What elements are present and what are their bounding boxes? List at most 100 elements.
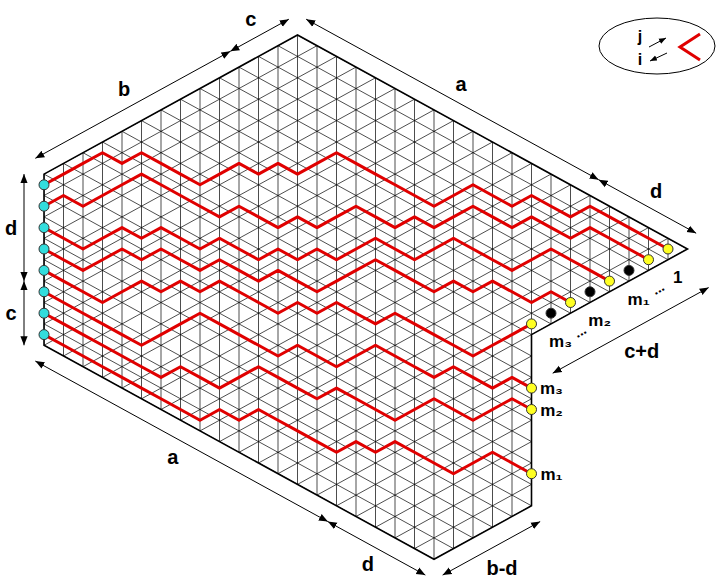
dimension-arrow: [306, 19, 599, 180]
end-dot: [644, 255, 654, 265]
step-symbol: [680, 34, 700, 60]
dimension-arrow: [24, 281, 25, 345]
lattice-line: [5, 345, 721, 584]
lattice-path: [44, 249, 571, 303]
ellipsis-mark: ...: [650, 279, 667, 297]
dimension-label: d: [5, 218, 17, 238]
lattice-line: [5, 0, 721, 367]
triangular-lattice: [5, 0, 721, 584]
lattice-line: [5, 217, 721, 584]
lattice-line: [5, 0, 721, 303]
lattice-line: [5, 89, 721, 496]
lattice-line: [5, 3, 721, 410]
lattice-line: [5, 0, 721, 345]
lattice-line: [5, 0, 721, 238]
lattice-line: [5, 0, 721, 281]
dimension-label: a: [167, 447, 178, 467]
lattice-line: [5, 24, 721, 431]
lattice-line: [5, 260, 721, 584]
lattice-line: [5, 131, 721, 538]
direction-arrow: [649, 38, 666, 47]
lattice-path: [44, 174, 649, 260]
dimension-label: a: [456, 74, 467, 94]
dimension-label: b-d: [486, 558, 517, 578]
dimension-arrows: [24, 19, 709, 575]
lattice-line: [5, 281, 721, 584]
lattice-line: [5, 46, 721, 453]
lattice-line: [5, 388, 721, 584]
lattice-line: [668, 0, 669, 584]
dimension-arrow: [599, 180, 697, 234]
position-label: m₁: [540, 465, 562, 482]
region-boundary: [44, 35, 688, 559]
lattice-line: [5, 0, 721, 367]
position-label: m₃: [540, 380, 563, 397]
lattice-line: [5, 367, 721, 584]
lattice-line: [5, 24, 721, 431]
lattice-line: [5, 67, 721, 474]
start-dot: [39, 201, 49, 211]
lattice-path: [44, 270, 532, 356]
direction-inset: [599, 18, 715, 74]
start-dot: [39, 287, 49, 297]
lattice-line: [5, 217, 721, 584]
end-dot: [527, 319, 537, 329]
lattice-line: [5, 281, 721, 584]
lattice-line: [5, 0, 721, 324]
end-dot: [527, 469, 537, 479]
lattice-path: [44, 335, 532, 474]
lattice-line: [5, 67, 721, 474]
lattice-line: [5, 260, 721, 584]
dimension-arrow: [35, 51, 230, 158]
dimension-label: b: [118, 79, 130, 99]
lattice-line: [5, 324, 721, 584]
lattice-line: [5, 3, 721, 410]
lattice-line: [5, 131, 721, 538]
lattice-line: [5, 196, 721, 584]
lattice-line: [5, 0, 721, 260]
lattice-line: [5, 110, 721, 517]
dimension-label: d: [362, 554, 374, 574]
lattice-line: [5, 0, 721, 174]
start-dot: [39, 330, 49, 340]
end-dot: [527, 383, 537, 393]
position-label: m₁: [628, 290, 650, 307]
lattice-line: [5, 196, 721, 584]
dimension-label: c: [5, 303, 16, 323]
dimension-arrow: [230, 19, 289, 51]
dimension-arrow: [24, 174, 25, 281]
dent-dot: [546, 308, 556, 318]
lattice-paths: [44, 153, 668, 474]
position-label: 1: [673, 269, 682, 286]
dent-dot: [624, 265, 634, 275]
lattice-line: [5, 0, 721, 345]
end-dot: [527, 405, 537, 415]
start-dot: [39, 244, 49, 254]
position-label: m₃: [549, 333, 572, 350]
path-dots: [39, 180, 673, 479]
start-dot: [39, 308, 49, 318]
end-dot: [663, 244, 673, 254]
inset-ellipse: [599, 18, 715, 74]
lattice-line: [5, 0, 721, 303]
lattice-line: [5, 0, 721, 388]
end-dot: [605, 276, 615, 286]
lattice-line: [5, 410, 721, 584]
lattice-line: [5, 0, 721, 281]
ellipsis-mark: ...: [572, 322, 589, 340]
axis-label: j: [638, 29, 642, 45]
lattice-line: [5, 0, 721, 324]
start-dot: [39, 223, 49, 233]
lattice-line: [5, 110, 721, 517]
lattice-line: [5, 303, 721, 584]
lattice-line: [278, 0, 279, 584]
dimension-label: c: [245, 9, 256, 29]
position-label: m₂: [540, 401, 563, 418]
lattice-line: [5, 0, 721, 217]
lattice-line: [5, 345, 721, 584]
end-dot: [566, 298, 576, 308]
start-dot: [39, 180, 49, 190]
direction-arrow: [650, 53, 667, 61]
lattice-line: [5, 303, 721, 584]
